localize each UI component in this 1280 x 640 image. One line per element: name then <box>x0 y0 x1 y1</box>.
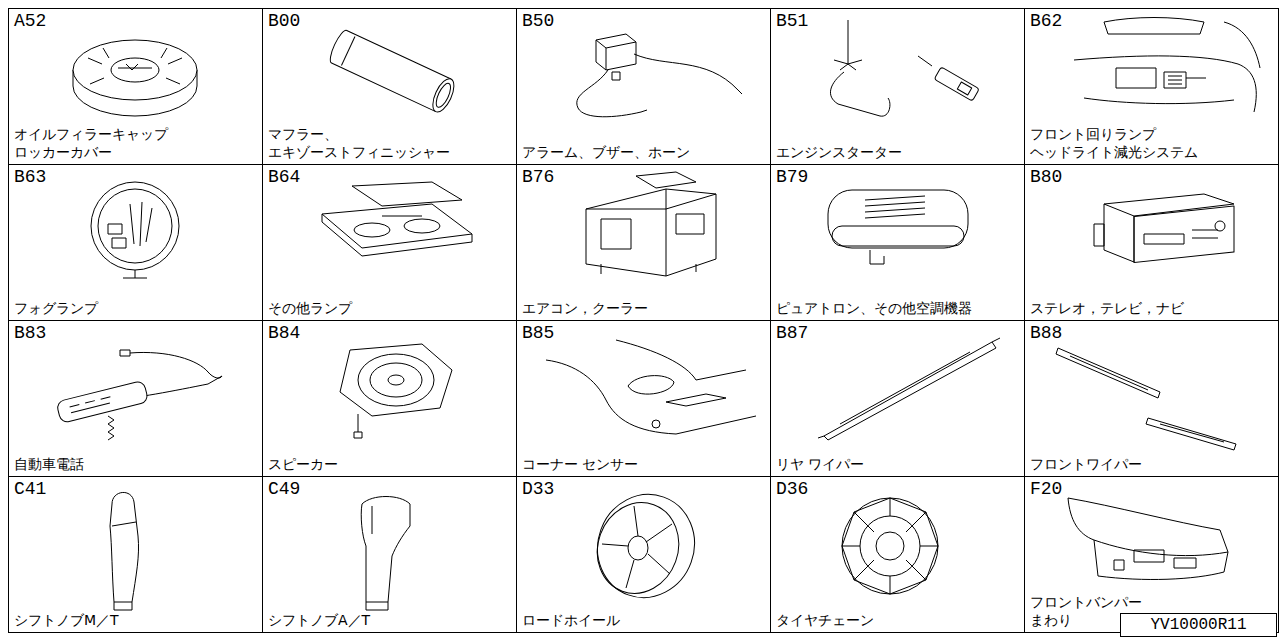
catalog-cell: B64 その他ランプ <box>262 164 517 321</box>
part-caption: その他ランプ <box>268 299 511 317</box>
catalog-cell: B88 フロントワイパー <box>1024 320 1279 477</box>
corner-sensor-illustration <box>546 340 756 434</box>
catalog-cell: B84 スピーカー <box>262 320 517 477</box>
part-code: B63 <box>14 167 257 187</box>
drawing-number: YV10000R11 <box>1125 617 1272 633</box>
muffler-illustration <box>327 28 458 115</box>
catalog-cell: B00 マフラー、 エキゾーストフィニッシャー <box>262 8 517 165</box>
part-code: B88 <box>1030 323 1273 343</box>
part-caption: マフラー、 エキゾーストフィニッシャー <box>268 125 511 161</box>
part-code: B00 <box>268 11 511 31</box>
part-caption: シフトノブA／T <box>268 611 511 629</box>
part-code: D36 <box>776 479 1019 499</box>
part-caption: エンジンスターター <box>776 143 1019 161</box>
rear-wiper-illustration <box>818 338 1000 440</box>
aircon-illustration <box>586 172 716 276</box>
purifier-illustration <box>828 190 968 264</box>
room-lamp-illustration <box>322 182 472 256</box>
cap-illustration <box>73 40 197 116</box>
part-caption: ロードホイール <box>522 611 765 629</box>
catalog-cell: B79 ピュアトロン、その他空調機器 <box>770 164 1025 321</box>
catalog-cell: B51 エンジンスターター <box>770 8 1025 165</box>
front-wiper-illustration <box>1056 348 1236 450</box>
part-code: C49 <box>268 479 511 499</box>
part-caption: シフトノブM／T <box>14 611 257 629</box>
part-code: B83 <box>14 323 257 343</box>
part-code: A52 <box>14 11 257 31</box>
catalog-cell: F20フロントバンパー まわり <box>1024 476 1279 633</box>
part-code: B84 <box>268 323 511 343</box>
catalog-cell: B76 エアコン，クーラー <box>516 164 771 321</box>
catalog-cell: C41 シフトノブM／T <box>8 476 263 633</box>
drawing-number-box: YV10000R11 <box>1120 613 1277 637</box>
part-caption: オイルフィラーキャップ ロッカーカバー <box>14 125 257 161</box>
catalog-cell: B62 フロント回りランプ ヘッドライト減光システム <box>1024 8 1279 165</box>
catalog-cell: B83 自動車電話 <box>8 320 263 477</box>
catalog-cell: B63 フォグランプ <box>8 164 263 321</box>
part-code: B79 <box>776 167 1019 187</box>
catalog-cell: B87 リヤ ワイパー <box>770 320 1025 477</box>
part-code: B87 <box>776 323 1019 343</box>
part-caption: コーナー センサー <box>522 455 765 473</box>
wheel-illustration <box>583 481 709 612</box>
part-caption: フロントワイパー <box>1030 455 1273 473</box>
catalog-cell: B50 アラーム、ブザー、ホーン <box>516 8 771 165</box>
phone-illustration <box>56 350 222 440</box>
part-code: B80 <box>1030 167 1273 187</box>
part-caption: アラーム、ブザー、ホーン <box>522 143 765 161</box>
part-code: B62 <box>1030 11 1273 31</box>
part-caption: フロント回りランプ ヘッドライト減光システム <box>1030 125 1273 161</box>
speaker-illustration <box>340 344 452 438</box>
starter-illustration <box>830 20 979 116</box>
catalog-cell: B85 コーナー センサー <box>516 320 771 477</box>
part-caption: エアコン，クーラー <box>522 299 765 317</box>
part-caption: ステレオ，テレビ，ナビ <box>1030 299 1273 317</box>
shift-knob-illustration <box>110 492 139 610</box>
catalog-cell: C49 シフトノブA／T <box>262 476 517 633</box>
catalog-cell: D36 タイヤチェーン <box>770 476 1025 633</box>
part-code: B76 <box>522 167 765 187</box>
catalog-cell: A52 オイルフィラーキャップ ロッカーカバー <box>8 8 263 165</box>
part-caption: スピーカー <box>268 455 511 473</box>
shift-knob-illustration <box>361 497 410 611</box>
part-caption: リヤ ワイパー <box>776 455 1019 473</box>
part-code: B51 <box>776 11 1019 31</box>
part-code: C41 <box>14 479 257 499</box>
part-code: D33 <box>522 479 765 499</box>
part-code: B85 <box>522 323 765 343</box>
part-caption: フォグランプ <box>14 299 257 317</box>
part-caption: 自動車電話 <box>14 455 257 473</box>
alarm-illustration <box>577 34 742 117</box>
bumper-illustration <box>1068 498 1228 579</box>
catalog-cell: D33 ロードホイール <box>516 476 771 633</box>
fog-lamp-illustration <box>91 182 179 278</box>
tyre-chain-illustration <box>842 498 938 594</box>
part-caption: ピュアトロン、その他空調機器 <box>776 299 1019 317</box>
part-code: F20 <box>1030 479 1273 499</box>
front-lamp-illustration <box>1074 18 1260 113</box>
stereo-illustration <box>1094 194 1234 262</box>
part-caption: タイヤチェーン <box>776 611 1019 629</box>
catalog-cell: B80 ステレオ，テレビ，ナビ <box>1024 164 1279 321</box>
part-code: B50 <box>522 11 765 31</box>
part-code: B64 <box>268 167 511 187</box>
